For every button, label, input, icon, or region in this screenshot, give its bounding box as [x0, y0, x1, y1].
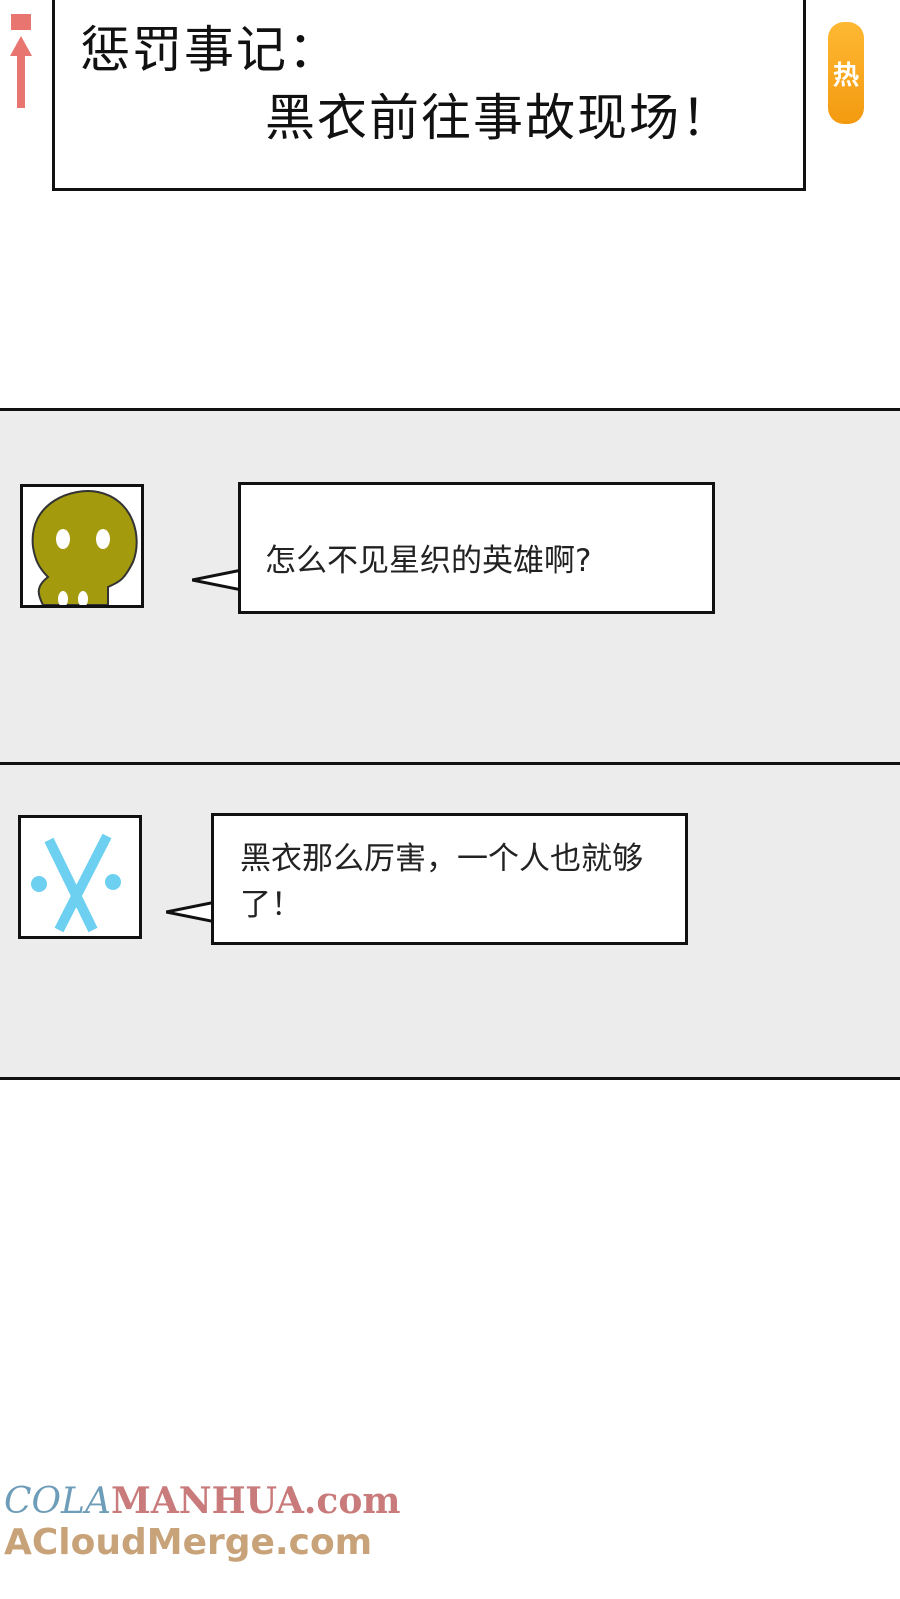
speech-bubble-tail — [166, 900, 216, 924]
dialogue-text-2: 黑衣那么厉害，一个人也就够了！ — [240, 841, 643, 923]
watermark-acloudmerge: ACloudMerge.com — [4, 1522, 373, 1563]
speech-bubble-tail — [192, 568, 242, 592]
speech-bubble-1: 怎么不见星织的英雄啊? — [238, 482, 715, 614]
dialogue-text-1: 怎么不见星织的英雄啊? — [265, 543, 592, 579]
skull-icon — [31, 490, 138, 607]
x-avatar — [18, 815, 142, 939]
skull-avatar — [20, 484, 144, 608]
hot-badge[interactable]: 热 — [828, 22, 864, 124]
speech-bubble-2: 黑衣那么厉害，一个人也就够了！ — [211, 813, 688, 945]
caption-title: 惩罚事记： — [80, 21, 340, 79]
watermark-part2: MANHUA.com — [110, 1480, 401, 1522]
x-icon — [31, 833, 121, 933]
watermark-colamanhua: COLAMANHUA.com — [4, 1480, 400, 1522]
watermark-part1: COLA — [4, 1481, 111, 1522]
scroll-up-arrow-icon[interactable] — [8, 14, 34, 108]
caption-box — [52, 0, 806, 191]
caption-text: 黑衣前往事故现场！ — [265, 89, 733, 147]
